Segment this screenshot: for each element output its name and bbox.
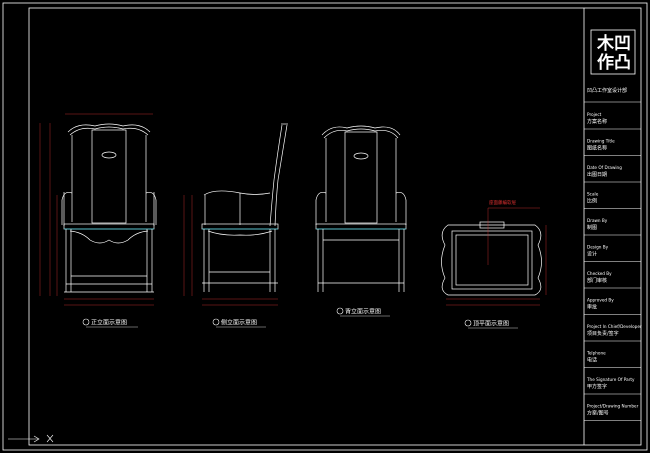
logo-char-1: 木: [596, 33, 615, 54]
title-field-label: Design By: [587, 245, 609, 250]
plan-annotation: 座面藤编软屉: [489, 199, 516, 206]
back-view-label: 背立面示意图: [345, 308, 381, 316]
title-field-label: Project/Drawing Number: [587, 404, 639, 409]
title-field-value: 甲方签字: [587, 383, 607, 390]
title-field-value: 设计: [587, 251, 597, 258]
ucs-axis-icon: [8, 434, 54, 443]
title-field-value: 比例: [587, 198, 597, 205]
title-field-value: 方案/图号: [587, 410, 609, 417]
title-field-value: 方案名称: [587, 118, 607, 125]
title-field-value: 电话: [587, 357, 597, 364]
title-field-label: Project In Chief/Developer: [587, 324, 642, 329]
title-field-value: 项目负责/签字: [587, 330, 619, 337]
title-field-label: Approved By: [587, 298, 614, 303]
title-field-label: Date Of Drawing: [587, 165, 622, 170]
back-view: [315, 125, 407, 292]
title-field-label: Drawing Title: [587, 139, 615, 144]
title-field-label: Scale: [587, 192, 599, 197]
logo-char-3: 作: [597, 52, 614, 73]
title-field-label: Telphone: [586, 351, 606, 356]
logo-box: [590, 29, 636, 75]
view-captions: 正立面示意图 侧立面示意图 背立面示意图 顶平面示意图: [82, 308, 518, 329]
title-field-label: The Signature Of Party: [586, 377, 635, 382]
title-field-value: 部门审核: [587, 277, 607, 284]
logo-char-4: 凸: [614, 53, 631, 73]
plan-view-label: 顶平面示意图: [473, 320, 509, 328]
side-view-label: 侧立面示意图: [221, 319, 257, 327]
title-field-label: Checked By: [587, 271, 612, 276]
studio-name: 凹凸工作室设计部: [587, 87, 627, 94]
title-field-label: Drawn By: [587, 218, 608, 223]
plan-view: [441, 207, 547, 306]
title-field-value: 图纸名称: [587, 145, 607, 152]
title-field-value: 出图日期: [587, 171, 607, 178]
front-view-label: 正立面示意图: [91, 319, 127, 327]
title-field-value: 审批: [587, 304, 597, 311]
logo-char-2: 凹: [614, 34, 631, 54]
inner-frame: [28, 7, 642, 446]
title-field-value: 制图: [587, 224, 597, 231]
front-view: [39, 113, 157, 306]
side-view: [183, 123, 288, 306]
title-field-label: Project: [587, 112, 602, 117]
